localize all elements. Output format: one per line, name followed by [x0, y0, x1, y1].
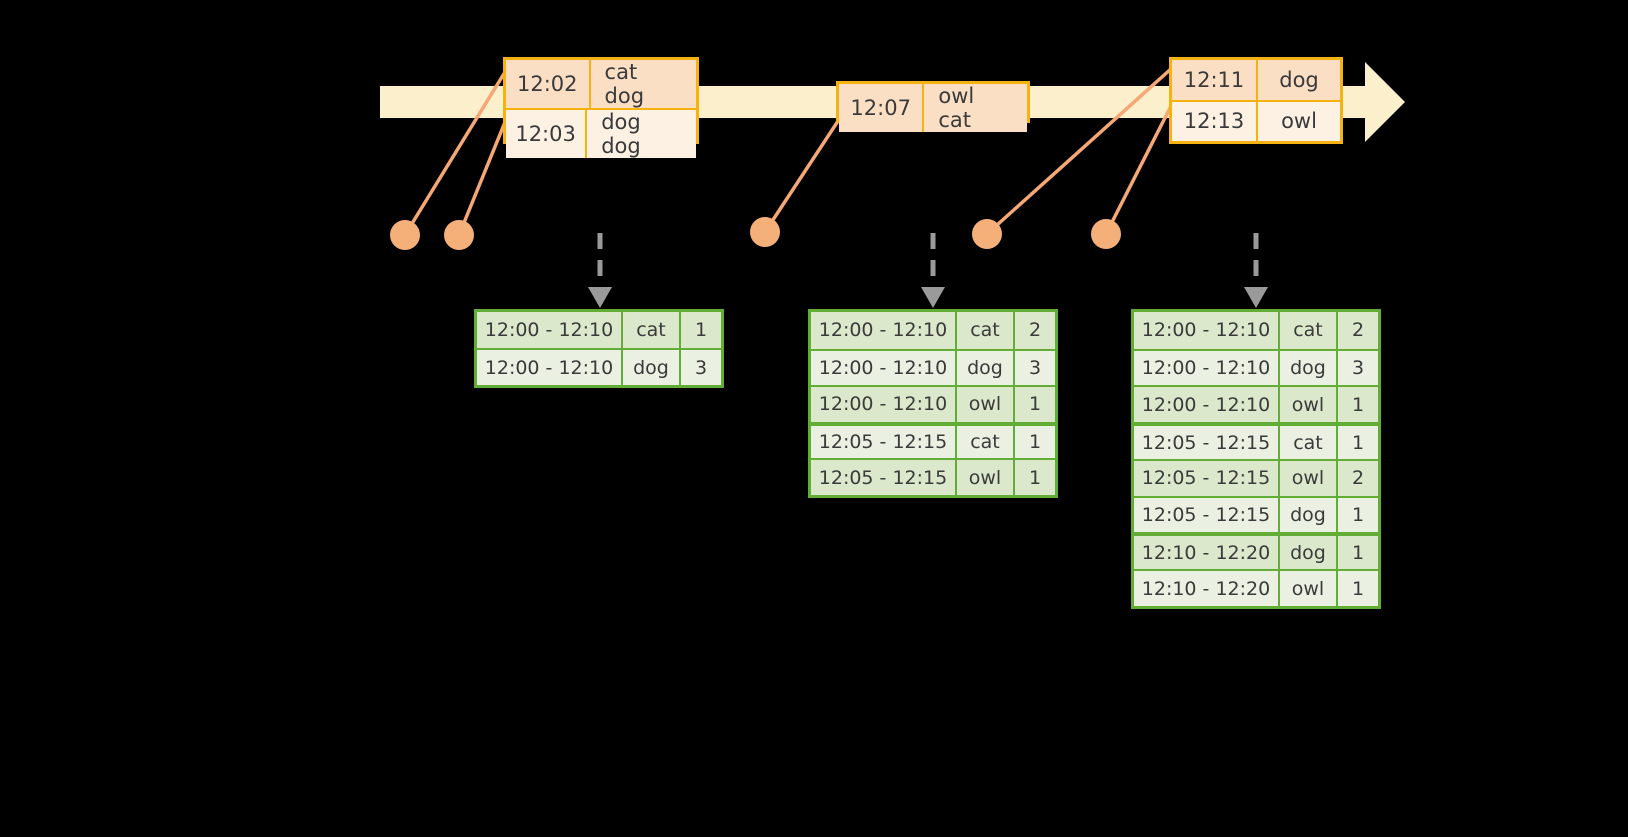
cell-count: 1	[1015, 460, 1055, 495]
cell-word: cat	[1280, 312, 1338, 349]
event-words: owl cat	[924, 84, 1027, 132]
event-time: 12:07	[839, 84, 925, 132]
cell-window: 12:00 - 12:10	[1134, 312, 1280, 349]
cell-window: 12:10 - 12:20	[1134, 571, 1280, 607]
cell-window: 12:00 - 12:10	[811, 312, 957, 349]
cell-word: owl	[1280, 571, 1338, 607]
cell-window: 12:05 - 12:15	[1134, 426, 1280, 459]
event-words: dog	[1258, 60, 1340, 100]
cell-count: 1	[1338, 497, 1378, 533]
table-row[interactable]: 12:00 - 12:10 owl 1	[1134, 385, 1378, 423]
emit-arrow-3	[1244, 233, 1268, 308]
cell-window: 12:05 - 12:15	[811, 460, 957, 495]
cell-window: 12:05 - 12:15	[1134, 497, 1280, 533]
table-row[interactable]: 12:05 - 12:15 cat 1	[1134, 422, 1378, 459]
table-row[interactable]: 12:05 - 12:15 cat 1	[811, 421, 1055, 459]
cell-count: 2	[1338, 460, 1378, 496]
event-time: 12:02	[506, 60, 591, 108]
table-row[interactable]: 12:05 - 12:15 owl 1	[811, 458, 1055, 495]
cell-word: cat	[1280, 426, 1338, 459]
cell-window: 12:00 - 12:10	[477, 350, 623, 385]
event-group-2[interactable]: 12:07 owl cat	[836, 81, 1030, 132]
cell-window: 12:00 - 12:10	[1134, 387, 1280, 423]
event-row[interactable]: 12:11 dog	[1172, 60, 1340, 100]
cell-word: owl	[957, 460, 1015, 495]
cell-count: 1	[1338, 387, 1378, 423]
event-time: 12:03	[506, 110, 588, 158]
cell-count: 1	[681, 312, 721, 349]
table-row[interactable]: 12:00 - 12:10 dog 3	[477, 348, 721, 385]
cell-count: 1	[1015, 387, 1055, 422]
result-table-1[interactable]: 12:00 - 12:10 cat 1 12:00 - 12:10 dog 3	[474, 309, 724, 388]
emit-arrow-2	[921, 233, 945, 308]
cell-count: 3	[681, 350, 721, 385]
table-row[interactable]: 12:00 - 12:10 dog 3	[811, 348, 1055, 386]
event-group-1[interactable]: 12:02 cat dog 12:03 dog dog	[503, 57, 699, 158]
event-row[interactable]: 12:03 dog dog	[506, 108, 696, 158]
cell-word: dog	[957, 350, 1015, 386]
event-dot-4	[972, 219, 1002, 249]
table-row[interactable]: 12:05 - 12:15 owl 2	[1134, 458, 1378, 496]
event-dot-5	[1091, 219, 1121, 249]
cell-window: 12:00 - 12:10	[811, 387, 957, 422]
cell-word: owl	[957, 387, 1015, 422]
event-words: dog dog	[587, 110, 696, 158]
cell-count: 1	[1338, 536, 1378, 570]
event-row[interactable]: 12:07 owl cat	[839, 84, 1027, 132]
table-row[interactable]: 12:00 - 12:10 cat 1	[477, 312, 721, 349]
event-row[interactable]: 12:13 owl	[1172, 99, 1340, 141]
cell-window: 12:05 - 12:15	[1134, 460, 1280, 496]
cell-count: 1	[1338, 426, 1378, 459]
cell-word: cat	[957, 312, 1015, 349]
cell-window: 12:00 - 12:10	[811, 350, 957, 386]
event-dot-1	[390, 220, 420, 250]
cell-count: 1	[1015, 425, 1055, 459]
event-time: 12:13	[1172, 101, 1258, 141]
cell-word: dog	[1280, 497, 1338, 533]
cell-count: 1	[1338, 571, 1378, 607]
cell-word: owl	[1280, 387, 1338, 423]
table-row[interactable]: 12:00 - 12:10 cat 2	[811, 312, 1055, 349]
cell-count: 2	[1015, 312, 1055, 349]
cell-word: dog	[1280, 536, 1338, 570]
result-table-2[interactable]: 12:00 - 12:10 cat 2 12:00 - 12:10 dog 3 …	[808, 309, 1058, 498]
cell-word: cat	[623, 312, 681, 349]
event-row[interactable]: 12:02 cat dog	[506, 60, 696, 108]
cell-count: 2	[1338, 312, 1378, 349]
cell-window: 12:10 - 12:20	[1134, 536, 1280, 570]
emit-arrows	[588, 233, 1268, 308]
cell-word: dog	[623, 350, 681, 385]
cell-window: 12:05 - 12:15	[811, 425, 957, 459]
event-dots	[390, 217, 1121, 250]
event-time: 12:11	[1172, 60, 1258, 100]
cell-word: cat	[957, 425, 1015, 459]
event-dot-3	[750, 217, 780, 247]
table-row[interactable]: 12:00 - 12:10 owl 1	[811, 385, 1055, 422]
emit-arrow-1	[588, 233, 612, 308]
table-row[interactable]: 12:10 - 12:20 dog 1	[1134, 532, 1378, 570]
event-words: owl	[1258, 101, 1340, 141]
event-group-3[interactable]: 12:11 dog 12:13 owl	[1169, 57, 1343, 144]
result-table-3[interactable]: 12:00 - 12:10 cat 2 12:00 - 12:10 dog 3 …	[1131, 309, 1381, 609]
table-row[interactable]: 12:05 - 12:15 dog 1	[1134, 495, 1378, 533]
event-dot-2	[444, 220, 474, 250]
cell-count: 3	[1015, 350, 1055, 386]
event-words: cat dog	[590, 60, 696, 108]
cell-window: 12:00 - 12:10	[477, 312, 623, 349]
table-row[interactable]: 12:00 - 12:10 dog 3	[1134, 348, 1378, 386]
table-row[interactable]: 12:00 - 12:10 cat 2	[1134, 312, 1378, 349]
cell-word: dog	[1280, 350, 1338, 386]
cell-word: owl	[1280, 460, 1338, 496]
cell-count: 3	[1338, 350, 1378, 386]
cell-window: 12:00 - 12:10	[1134, 350, 1280, 386]
table-row[interactable]: 12:10 - 12:20 owl 1	[1134, 569, 1378, 607]
